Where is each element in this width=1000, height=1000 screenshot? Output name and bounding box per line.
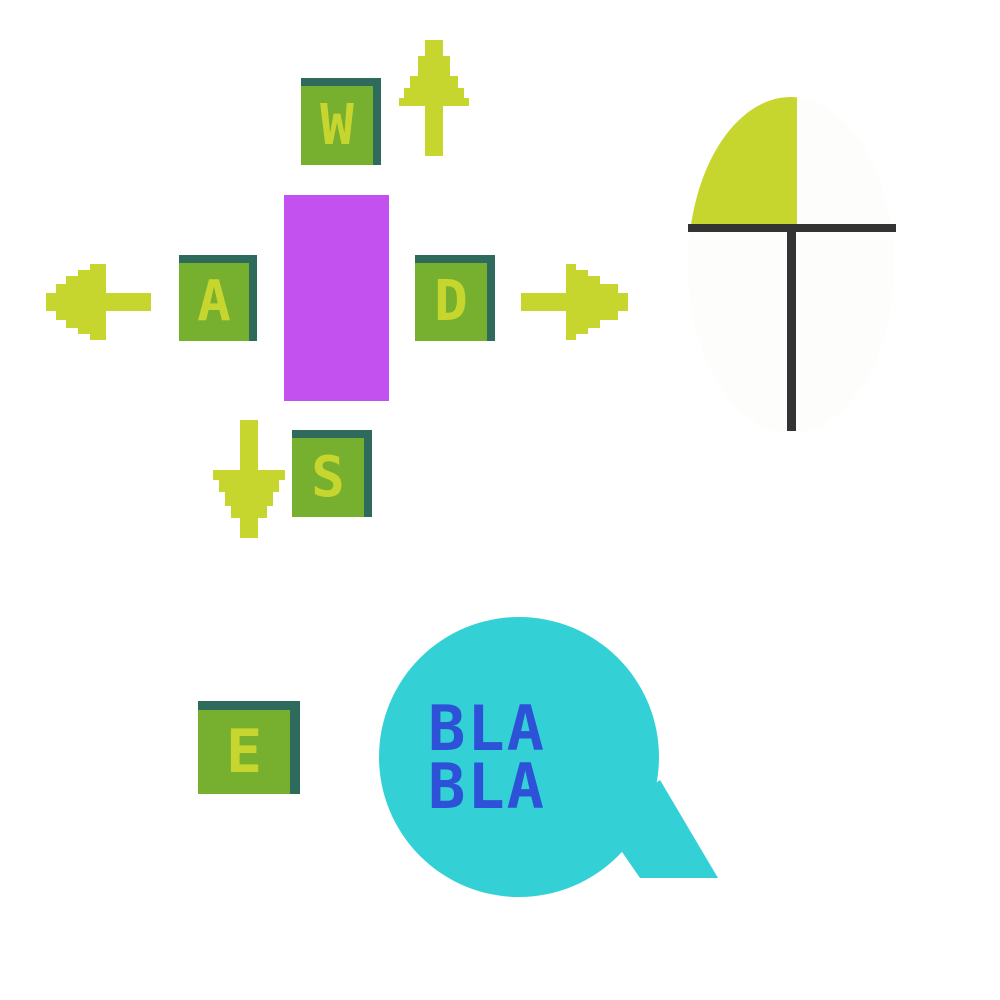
key-e[interactable]: E xyxy=(198,701,300,794)
key-d[interactable]: D xyxy=(415,255,495,341)
arrow-right-icon xyxy=(521,264,628,340)
mouse-divider-vertical xyxy=(787,228,796,431)
speech-bubble-line-1: BLA xyxy=(428,692,546,765)
key-s[interactable]: S xyxy=(292,430,372,517)
speech-bubble-text: BLA BLA xyxy=(428,692,608,823)
key-a-face: A xyxy=(179,263,249,341)
arrow-down-icon xyxy=(213,420,285,538)
key-a-label: A xyxy=(197,269,231,334)
key-d-face: D xyxy=(415,263,487,341)
key-w-label: W xyxy=(320,92,354,158)
key-s-face: S xyxy=(292,438,364,517)
key-e-label: E xyxy=(225,717,263,787)
key-w[interactable]: W xyxy=(301,78,381,165)
arrow-left-icon xyxy=(46,264,151,340)
key-s-label: S xyxy=(311,444,345,510)
speech-bubble-body xyxy=(379,617,659,897)
speech-bubble-line-2: BLA xyxy=(428,750,546,823)
key-a[interactable]: A xyxy=(179,255,257,341)
key-d-label: D xyxy=(434,269,468,334)
player-character xyxy=(284,195,389,401)
key-e-face: E xyxy=(198,710,290,794)
arrow-up-icon xyxy=(399,40,469,156)
key-w-face: W xyxy=(301,86,373,165)
speech-bubble-tail xyxy=(600,780,718,878)
